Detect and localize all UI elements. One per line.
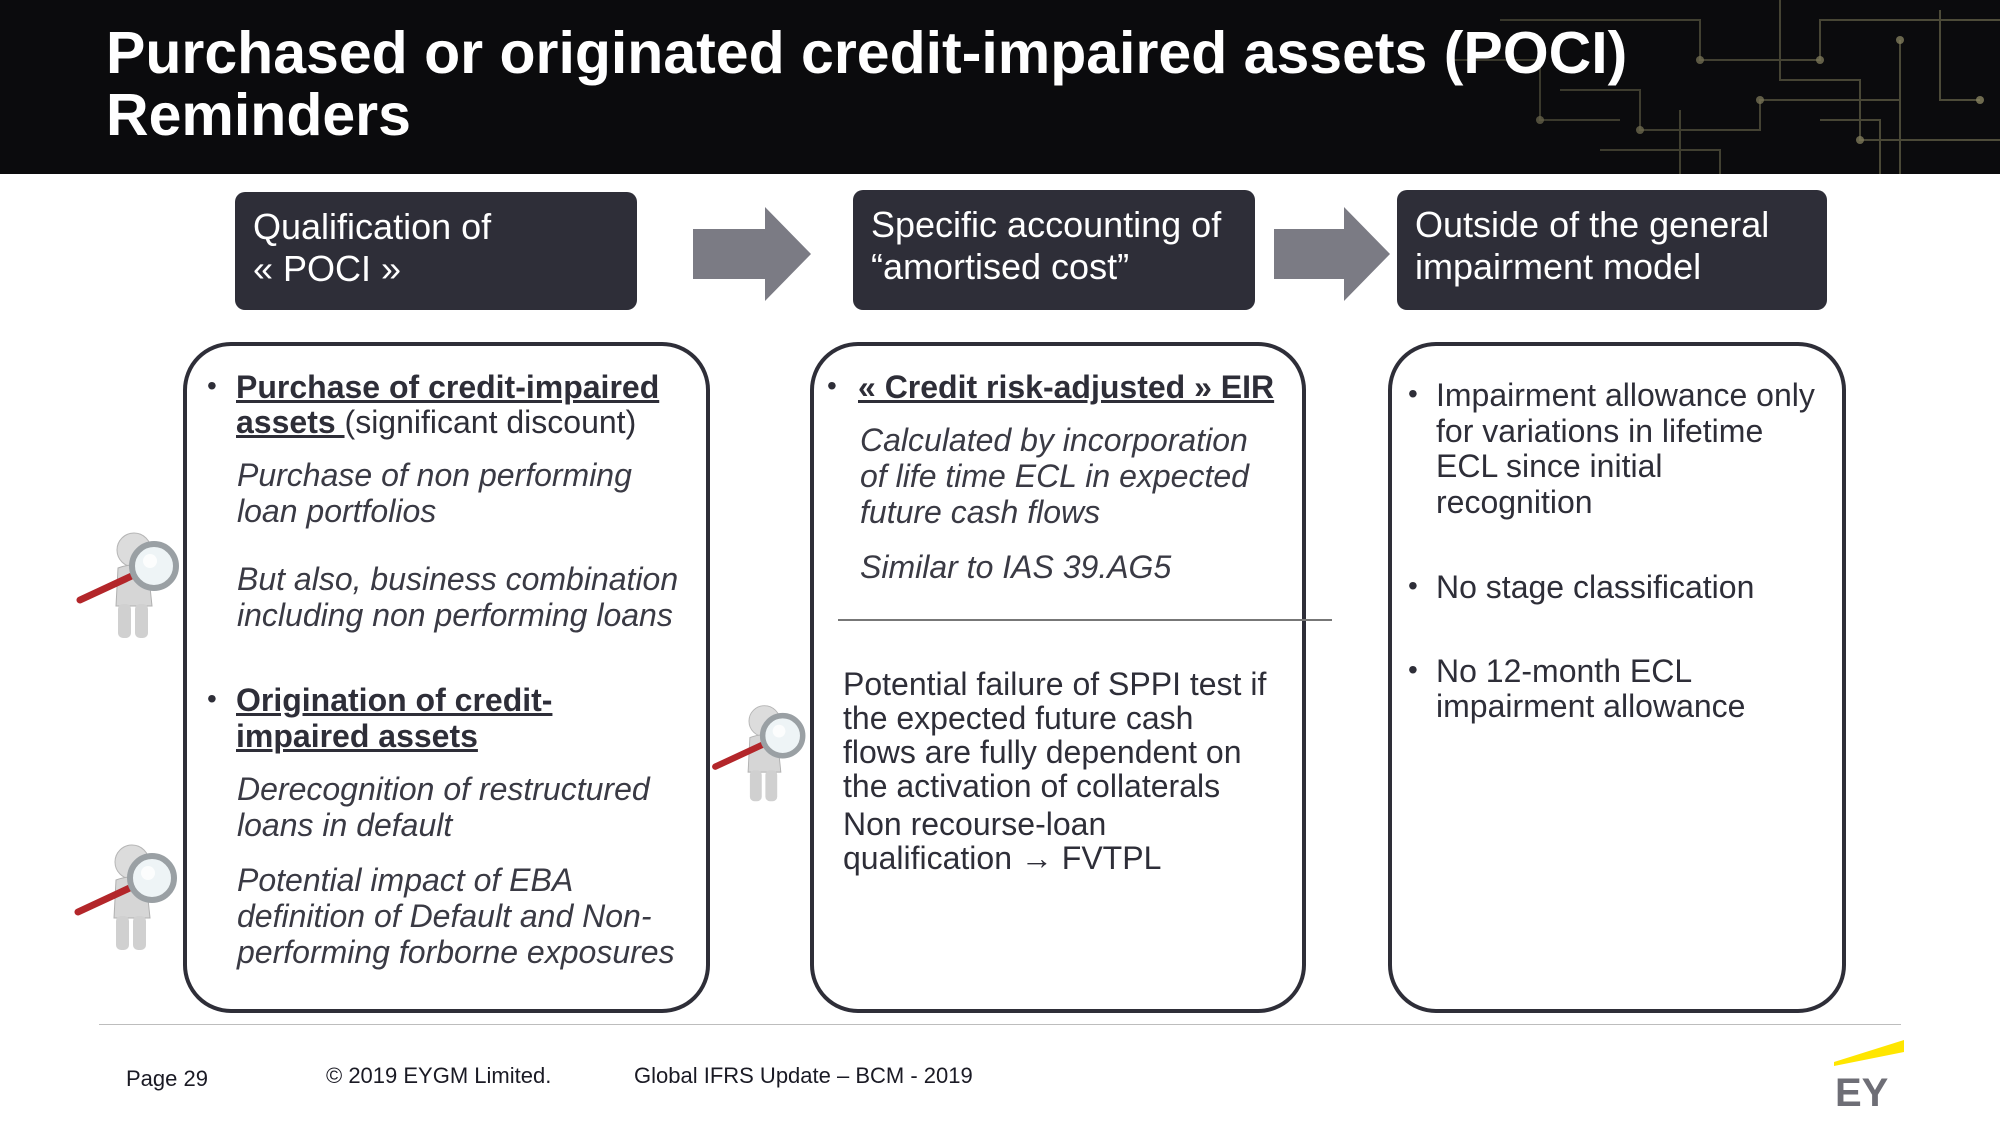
- ey-logo: EY: [1834, 1040, 1904, 1110]
- purchase-note-line-1: Purchase of non performing: [237, 457, 632, 493]
- sppi-text-line-3: flows are fully dependent on: [843, 734, 1242, 770]
- derecognition-line-1: Derecognition of restructured: [237, 771, 650, 807]
- eba-impact-line-3: performing forborne exposures: [237, 934, 675, 970]
- sppi-text-line-4: the activation of collaterals: [843, 768, 1221, 804]
- no-12-month-line-2: impairment allowance: [1436, 688, 1746, 724]
- sppi-text-line-2: the expected future cash: [843, 700, 1194, 736]
- page-number: Page 29: [126, 1066, 208, 1091]
- footer-divider: [99, 1024, 1901, 1025]
- column-separator: [838, 619, 1332, 621]
- arrow-right-icon: [1274, 207, 1390, 301]
- bullet-glyph: •: [827, 370, 837, 401]
- eir-calc-line-1: Calculated by incorporation: [860, 422, 1248, 458]
- step-amortised-cost-line-2: “amortised cost”: [871, 246, 1130, 287]
- eir-calc-line-2: of life time ECL in expected: [860, 458, 1249, 494]
- bullet-glyph: •: [1408, 654, 1418, 685]
- purchase-heading-note: (significant discount): [344, 404, 637, 440]
- sppi-text-line-1: Potential failure of SPPI test if: [843, 666, 1267, 702]
- slide-title-line-1: Purchased or originated credit-impaired …: [106, 20, 1628, 86]
- eir-calc-line-3: future cash flows: [860, 494, 1101, 530]
- business-combination-line-1: But also, business combination: [237, 561, 679, 597]
- bullet-glyph: •: [1408, 570, 1418, 601]
- eba-impact-line-2: definition of Default and Non-: [237, 898, 652, 934]
- allowance-line-3: ECL since initial: [1436, 448, 1663, 484]
- step-amortised-cost-line-1: Specific accounting of: [871, 204, 1222, 245]
- allowance-line-1: Impairment allowance only: [1436, 377, 1815, 413]
- column-amortised-cost-box: [810, 342, 1306, 1013]
- origination-heading-line-1: Origination of credit-: [236, 682, 553, 718]
- event-name: Global IFRS Update – BCM - 2019: [634, 1063, 973, 1088]
- step-qualification: Qualification of « POCI »: [235, 192, 637, 310]
- origination-heading-line-2: impaired assets: [236, 718, 478, 754]
- non-recourse-line-1: Non recourse-loan: [843, 806, 1107, 842]
- purchase-heading-line-2: assets (significant discount): [236, 404, 636, 440]
- step-qualification-line-1: Qualification of: [253, 206, 492, 247]
- column-qualification-box: [183, 342, 710, 1013]
- ey-logo-text: EY: [1835, 1071, 1889, 1110]
- ias39-reference: Similar to IAS 39.AG5: [860, 549, 1172, 585]
- step-impairment-model-line-2: impairment model: [1415, 246, 1702, 287]
- no-12-month-line-1: No 12-month ECL: [1436, 653, 1693, 689]
- allowance-line-2: for variations in lifetime: [1436, 413, 1764, 449]
- step-amortised-cost: Specific accounting of “amortised cost”: [853, 190, 1255, 310]
- arrow-right-icon: [693, 207, 811, 301]
- person-magnifier-icon: [76, 532, 179, 638]
- eba-impact-line-1: Potential impact of EBA: [237, 862, 574, 898]
- allowance-line-4: recognition: [1436, 484, 1593, 520]
- business-combination-line-2: including non performing loans: [237, 597, 673, 633]
- bullet-glyph: •: [207, 683, 217, 714]
- purchase-note-line-2: loan portfolios: [237, 493, 437, 529]
- step-qualification-line-2: « POCI »: [253, 248, 402, 289]
- bullet-glyph: •: [1408, 378, 1418, 409]
- slide-title-line-2: Reminders: [106, 82, 411, 148]
- person-magnifier-icon: [74, 844, 177, 950]
- slide-header: Purchased or originated credit-impaired …: [0, 0, 2000, 174]
- copyright: © 2019 EYGM Limited.: [326, 1063, 552, 1088]
- person-magnifier-icon: [712, 705, 806, 802]
- purchase-heading-line-1: Purchase of credit-impaired: [236, 369, 660, 405]
- purchase-heading-bold: assets: [236, 404, 345, 440]
- step-impairment-model: Outside of the general impairment model: [1397, 190, 1827, 310]
- eir-heading: « Credit risk-adjusted » EIR: [858, 369, 1275, 405]
- step-impairment-model-line-1: Outside of the general: [1415, 204, 1770, 245]
- bullet-glyph: •: [207, 370, 217, 401]
- no-stage-classification: No stage classification: [1436, 569, 1755, 605]
- column-impairment-box: [1388, 342, 1846, 1013]
- circuit-pattern-icon: [0, 0, 2000, 174]
- non-recourse-line-2: qualification → FVTPL: [843, 840, 1162, 876]
- derecognition-line-2: loans in default: [237, 807, 453, 843]
- slide-title: Purchased or originated credit-impaired …: [106, 22, 1627, 146]
